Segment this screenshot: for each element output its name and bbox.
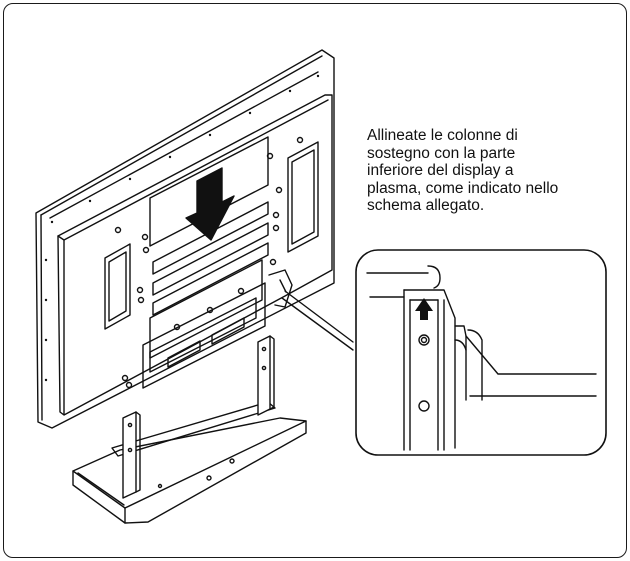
- up-arrow-icon: [415, 298, 433, 320]
- plasma-display: [35, 49, 335, 429]
- caption-line-3: inferiore del display a: [367, 162, 514, 180]
- caption-line-4: plasma, come indicato nello: [367, 179, 559, 197]
- stand: [72, 335, 307, 524]
- caption-line-1: Allineate le colonne di: [367, 127, 518, 144]
- detail-inset: [355, 249, 607, 456]
- caption-line-2: sostegno con la parte: [367, 144, 516, 162]
- instruction-caption: Allineate le colonne di sostegno con la …: [367, 127, 617, 215]
- down-arrow-icon: [185, 167, 235, 241]
- caption-line-5: schema allegato.: [367, 197, 485, 215]
- detail-leader-line: [284, 290, 354, 343]
